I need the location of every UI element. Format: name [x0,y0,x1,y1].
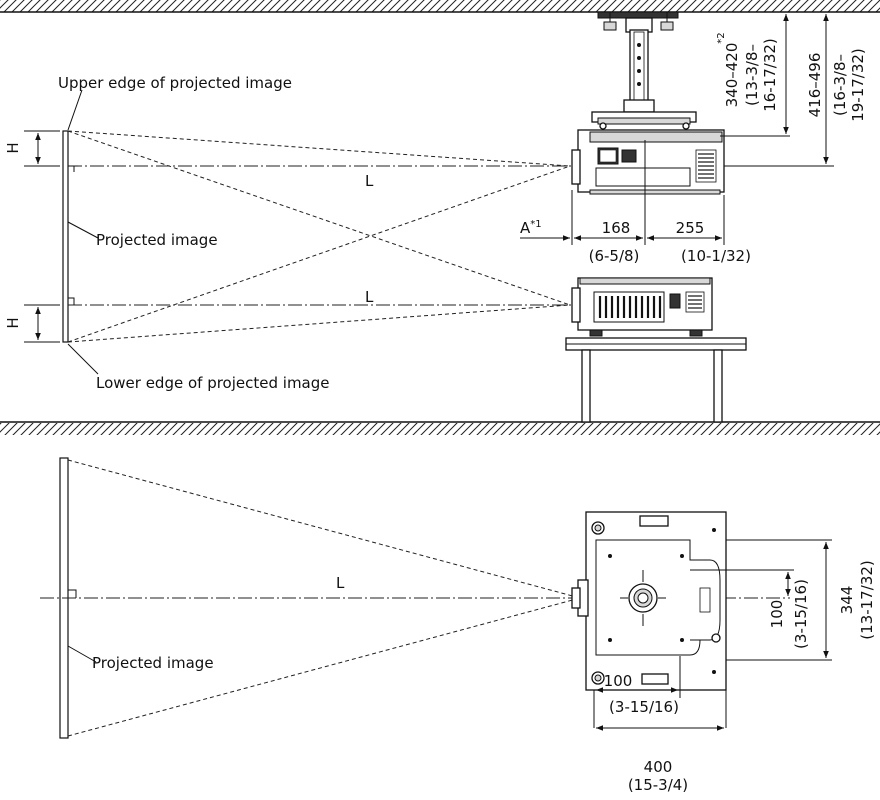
ceiling-mount [591,11,697,130]
mount-offset-y-in: (3-15/16) [792,579,810,649]
lens-depth-in: (6-5/8) [589,247,640,265]
total-height-mm: 416–496 [806,53,824,118]
h-dimension-upper [24,130,60,167]
lower-edge-label: Lower edge of projected image [96,374,330,392]
side-screen [62,130,69,343]
mount-height-in-a: (13-3/8– [743,44,761,106]
total-height-in-b: 19-17/32) [849,48,867,122]
table-projector [571,277,713,337]
width-mm: 400 [644,758,673,776]
projected-image-label-top: Projected image [92,654,214,672]
depth-mm: 344 [838,586,856,615]
rear-depth-in: (10-1/32) [681,247,751,265]
l-label-ceiling: L [365,172,374,190]
a-label: A*1 [520,219,542,237]
projected-image-label-side: Projected image [96,231,218,249]
floor [0,421,880,435]
top-projector [571,511,727,691]
mount-height-dimension [690,11,834,167]
table [565,337,747,423]
l-label-top: L [336,574,345,592]
mount-height-in-b: 16-17/32) [761,38,779,112]
mount-offset-x-mm: 100 [604,672,633,690]
ceiling [0,0,880,13]
upper-edge-label: Upper edge of projected image [58,74,292,92]
total-height-in-a: (16-3/8– [831,54,849,116]
h-label-lower: H [4,317,22,328]
ceiling-projection-rays [67,130,572,343]
depth-in: (13-17/32) [858,560,876,639]
depth-dimensions [520,140,725,245]
l-label-table: L [365,288,374,306]
table-projection-rays [67,130,572,343]
h-dimension-lower [24,304,60,343]
mount-height-mm: 340–420 [723,43,741,108]
lens-depth-mm: 168 [602,219,631,237]
h-label-upper: H [4,142,22,153]
mount-height-note: *2 [716,32,727,43]
rear-depth-mm: 255 [676,219,705,237]
width-in: (15-3/4) [628,776,688,794]
top-dimensions [593,539,832,731]
mount-offset-y-mm: 100 [768,600,786,629]
mount-offset-x-in: (3-15/16) [609,698,679,716]
ceiling-projector [571,129,725,195]
